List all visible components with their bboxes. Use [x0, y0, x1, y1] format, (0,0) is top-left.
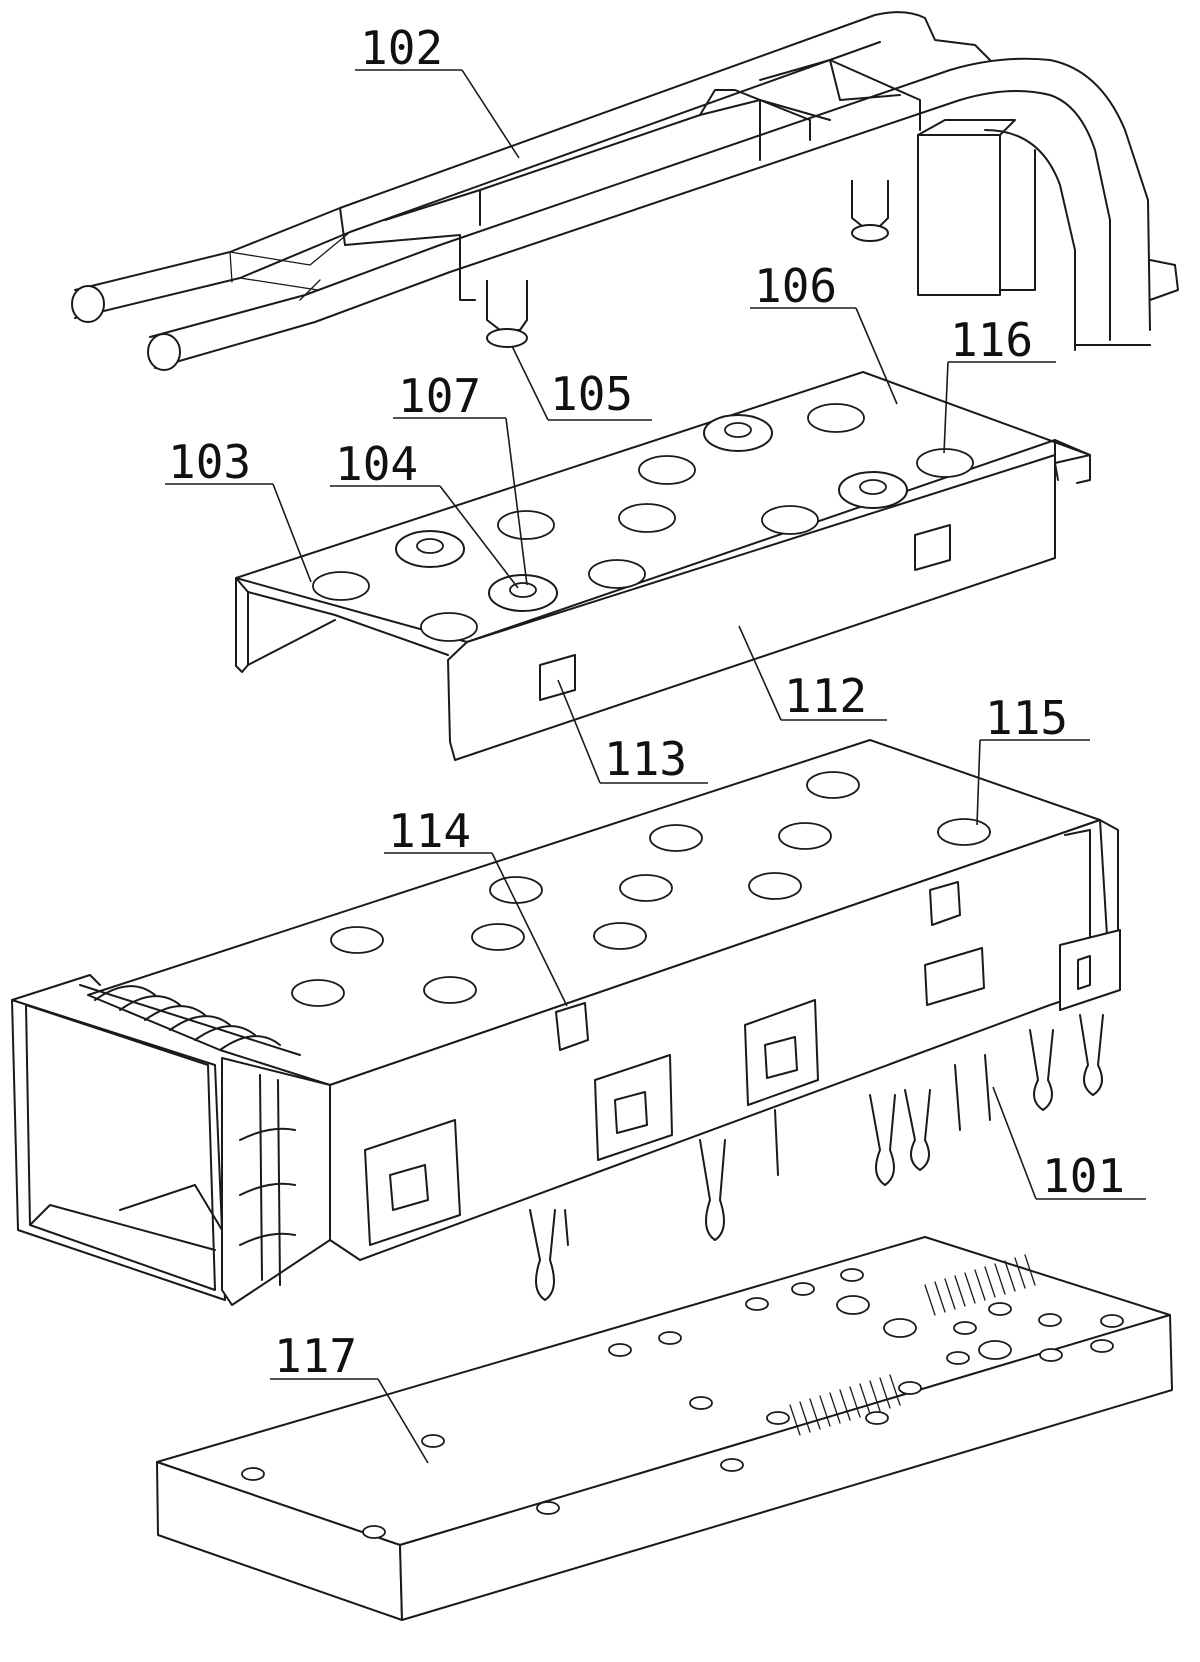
- label-106: 106: [754, 259, 837, 313]
- label-102: 102: [360, 21, 443, 75]
- label-101: 101: [1042, 1149, 1125, 1203]
- circuit-board: [156, 1236, 1173, 1621]
- label-107: 107: [398, 369, 481, 423]
- label-116: 116: [950, 313, 1033, 367]
- cage-housing: [11, 739, 1121, 1306]
- label-115: 115: [985, 691, 1068, 745]
- label-117: 117: [274, 1329, 357, 1383]
- label-113: 113: [604, 732, 687, 786]
- label-103: 103: [168, 435, 251, 489]
- label-114: 114: [388, 804, 471, 858]
- label-112: 112: [784, 669, 867, 723]
- label-105: 105: [550, 367, 633, 421]
- shield-plate: [235, 371, 1091, 761]
- reference-labels: 102 106 116 105 107 103 104 112 113: [165, 21, 1146, 1464]
- heat-pipe-assembly: [71, 11, 1179, 371]
- label-104: 104: [335, 437, 418, 491]
